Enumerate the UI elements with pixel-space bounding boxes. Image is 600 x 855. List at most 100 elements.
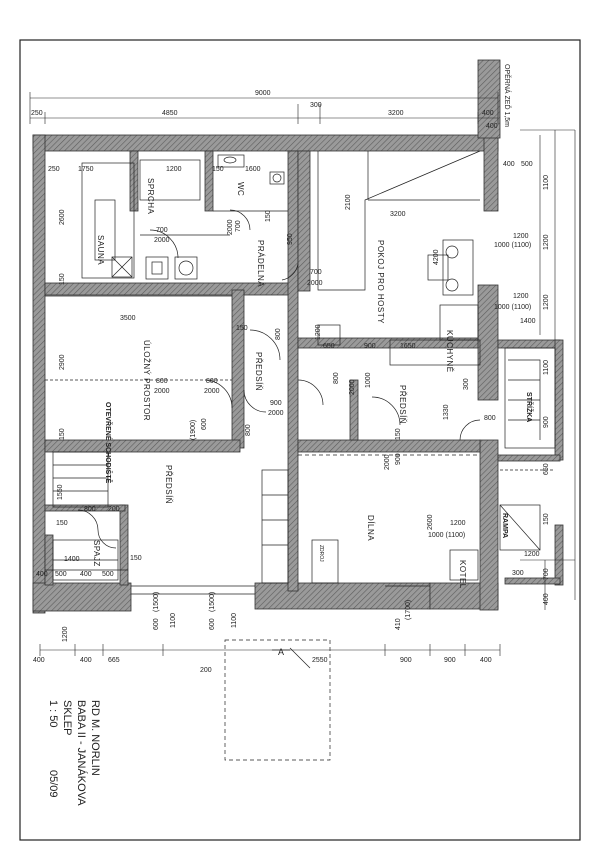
dim-edge: 400 (543, 593, 550, 605)
label-sauna: SAUNA (96, 235, 105, 265)
dim: 2600 (427, 514, 434, 530)
dim-edge: 1200 (524, 551, 540, 558)
wall-top (32, 134, 499, 152)
dim: 800 (206, 378, 218, 385)
wall-right-mid (477, 284, 499, 401)
room-labels: SPRCHA WC PRÁDELNA SAUNA POKOJ PRO HOSTY… (92, 64, 534, 589)
label-sprcha: SPRCHA (146, 178, 155, 215)
title-line3: SKLEP (61, 700, 73, 735)
label-opera: OPĚRNÁ ZEĎ 1,5m (503, 64, 512, 127)
kitchen-counter (389, 339, 481, 366)
dim: 950 (287, 233, 294, 245)
toilet (269, 171, 285, 185)
label-otevrene: OTEVŘENÉ SCHODIŠTĚ (104, 402, 113, 484)
wall-annex-3 (497, 454, 561, 462)
dim-bottom: 665 (108, 657, 120, 664)
dim: 2000 (307, 280, 323, 287)
wall-right-upper (483, 134, 499, 212)
dim: 150 (56, 520, 68, 527)
wall-annex-2 (554, 339, 564, 461)
label-rampa: RAMPA (501, 513, 508, 538)
dim: 150 (59, 273, 66, 285)
dim-edge: 1200 (543, 234, 550, 250)
dim-edge: 900 (543, 416, 550, 428)
sheet-frame (19, 39, 581, 841)
label-predsin-3: PŘEDSÍŇ (164, 465, 173, 504)
dim: 1750 (78, 166, 94, 173)
dim: 150 (236, 325, 248, 332)
sauna-outline (81, 162, 135, 279)
dim-bottom: 400 (480, 657, 492, 664)
dim: 1330 (443, 404, 450, 420)
dim: 500 (55, 571, 67, 578)
dimension-text: 9000 250 4850 300 3200 400 250 1750 1200… (31, 90, 550, 674)
dim: 800 (84, 506, 96, 513)
dim: 150 (212, 166, 224, 173)
dim-top-250: 250 (31, 110, 43, 117)
label-kotel: KOTEL (458, 560, 467, 589)
dimension-lines (29, 92, 576, 656)
label-zdroj: ZDROJ (318, 545, 324, 562)
wall-right-lower (479, 439, 499, 611)
guest-table (427, 254, 449, 281)
label-pokoj: POKOJ PRO HOSTY (376, 240, 385, 324)
title-line1: RD M. NORLIN (89, 700, 101, 776)
dim: 2000 (154, 237, 170, 244)
wc-basin (217, 154, 245, 168)
dryer (174, 256, 198, 280)
dim: 900 (395, 453, 402, 465)
guest-stair (317, 150, 481, 291)
dim: 150 (265, 210, 272, 222)
wall-bottom-left (32, 582, 132, 612)
dim-bottom: 400 (33, 657, 45, 664)
wall-storage-b (44, 439, 241, 453)
dim-top-300: 300 (310, 102, 322, 109)
label-wc: WC (236, 182, 245, 196)
dim: 700 (310, 269, 322, 276)
dim-edge: 150 (543, 513, 550, 525)
dim: 650 (323, 343, 335, 350)
dim-right: (1500) (153, 592, 160, 612)
label-kuchyne: KUCHYNĚ (445, 330, 454, 373)
dim-top-total: 9000 (255, 90, 271, 97)
dim: 800 (156, 378, 168, 385)
label-spajz: SPAJZ (92, 540, 101, 567)
dim: 500 (102, 571, 114, 578)
dim: 250 (48, 166, 60, 173)
dim-top-3200: 3200 (388, 110, 404, 117)
dim: 2000 (268, 410, 284, 417)
wall-annex-4 (554, 524, 564, 586)
dim: 1200 (450, 520, 466, 527)
dim-edge: 700 (543, 568, 550, 580)
wall-annex-5 (504, 577, 561, 585)
washer (145, 256, 169, 280)
sauna-bench (94, 199, 116, 261)
dim: 600 (201, 418, 208, 430)
dim: 1000 (1100) (494, 304, 531, 311)
ramp (499, 504, 541, 551)
wall-storage-r (231, 289, 245, 449)
dim: 700 (156, 227, 168, 234)
dim: 2000 (384, 454, 391, 470)
retaining-wall (477, 59, 501, 139)
dim-right: 410 (395, 618, 402, 630)
dim: 200 (108, 506, 120, 513)
dim: 700 (235, 220, 242, 232)
dim: 900 (364, 343, 376, 350)
wall-spajz (119, 504, 129, 586)
dim: 1200 (315, 324, 322, 340)
dim: (1900) (190, 420, 197, 440)
dim: 2600 (59, 209, 66, 225)
dim-right: 1100 (170, 613, 177, 628)
dim: 2100 (345, 194, 352, 210)
wall-dilna-top (297, 439, 481, 453)
label-pradelna: PRÁDELNA (256, 240, 265, 287)
dim: 2000 (349, 379, 356, 395)
dim: 3200 (390, 211, 406, 218)
dim: 1400 (64, 556, 80, 563)
title-block: RD M. NORLIN BABA II - JANÁKOVA SKLEP 1 … (47, 700, 101, 806)
label-strizka: STŘÍŽKA (525, 392, 534, 422)
dim: 1000 (365, 372, 372, 388)
dim-top-400: 400 (482, 110, 494, 117)
